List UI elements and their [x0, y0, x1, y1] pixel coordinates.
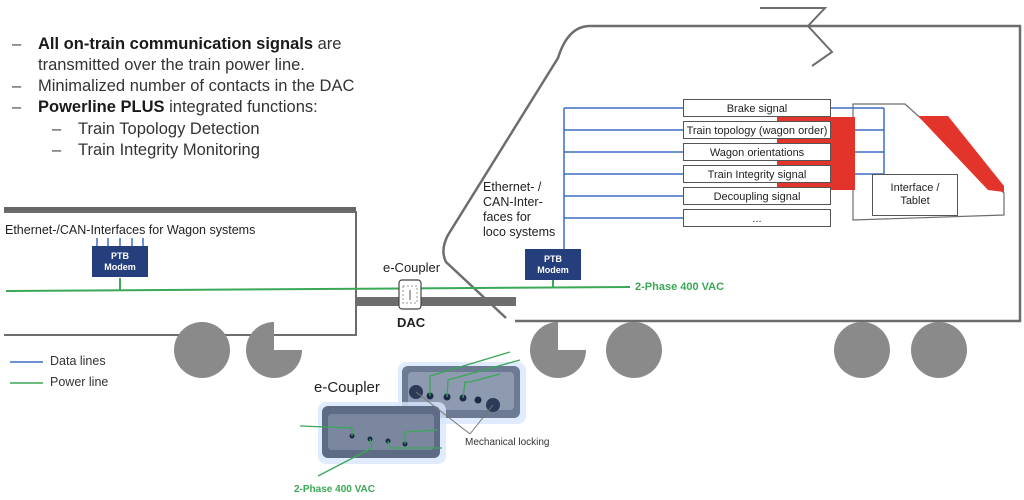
bullet-2-text: Minimalized number of contacts in the DA… — [38, 77, 355, 95]
signal-box-topology: Train topology (wagon order) — [683, 121, 831, 139]
data-lines — [96, 107, 885, 249]
e-coupler-symbol — [398, 279, 422, 310]
loco-label-line: CAN-Inter- — [483, 195, 543, 209]
bullet-1-rest: are — [313, 35, 342, 53]
bullet-dash: – — [12, 77, 22, 95]
dac-label: DAC — [397, 315, 426, 330]
loco-label-line: Ethernet- / — [483, 180, 542, 194]
pantograph — [760, 7, 834, 67]
e-coupler-label: e-Coupler — [383, 260, 441, 275]
signal-box-integrity: Train Integrity signal — [683, 165, 831, 183]
wagon-interfaces-label: Ethernet-/CAN-Interfaces for Wagon syste… — [5, 223, 256, 237]
sub-bullet-2-text: Train Integrity Monitoring — [78, 141, 260, 159]
signal-box-brake: Brake signal — [683, 99, 831, 117]
modem-label-line2: Modem — [537, 265, 569, 275]
signal-box-more: ... — [683, 209, 831, 227]
bullet-1-bold: All on-train communication signals — [38, 35, 314, 53]
bullet-1: – All on-train communication signals are — [12, 34, 342, 55]
wagon-ptb-modem: PTB Modem — [92, 246, 148, 277]
sub-bullet-1: – Train Topology Detection — [52, 119, 260, 140]
photo-power-label: 2-Phase 400 VAC — [294, 484, 375, 495]
wheels — [174, 322, 967, 378]
bullet-dash: – — [12, 98, 22, 116]
modem-label-line1: PTB — [111, 251, 129, 261]
bullet-dash: – — [52, 141, 62, 159]
loco-label-line: faces for — [483, 210, 531, 224]
loco-label-line: loco systems — [483, 225, 556, 239]
photo-e-coupler-title: e-Coupler — [314, 379, 380, 396]
bullet-3-rest: integrated functions: — [164, 98, 318, 116]
sub-bullet-1-text: Train Topology Detection — [78, 120, 260, 138]
legend-power-line: Power line — [50, 375, 109, 389]
bullet-dash: – — [12, 35, 22, 53]
sub-bullet-2: – Train Integrity Monitoring — [52, 140, 260, 161]
signal-box-decoupling: Decoupling signal — [683, 187, 831, 205]
wagon-roof — [4, 207, 356, 212]
modem-label-line1: PTB — [544, 254, 562, 264]
coupler-bar-right — [420, 297, 516, 306]
bullet-1-continuation: transmitted over the train power line. — [38, 56, 305, 74]
bullet-dash: – — [52, 120, 62, 138]
modem-label-line2: Modem — [104, 262, 136, 272]
cab-red-stripe — [918, 116, 1004, 192]
loco-ptb-modem: PTB Modem — [525, 249, 581, 280]
interface-tablet-box: Interface / Tablet — [872, 174, 958, 216]
legend-data-lines: Data lines — [50, 354, 106, 368]
bullet-2: – Minimalized number of contacts in the … — [12, 76, 355, 97]
coupler-bar-left — [356, 297, 402, 306]
bullet-3-bold: Powerline PLUS — [38, 98, 165, 116]
e-coupler-photo — [299, 351, 526, 477]
loco-interfaces-label: Ethernet- / CAN-Inter- faces for loco sy… — [483, 180, 555, 240]
mechanical-locking-label: Mechanical locking — [465, 437, 550, 448]
interface-box-line2: Tablet — [900, 195, 930, 207]
interface-box-line1: Interface / — [890, 182, 940, 194]
bullet-3: – Powerline PLUS integrated functions: — [12, 97, 318, 118]
power-line-label: 2-Phase 400 VAC — [635, 281, 725, 293]
signal-box-orientations: Wagon orientations — [683, 143, 831, 161]
